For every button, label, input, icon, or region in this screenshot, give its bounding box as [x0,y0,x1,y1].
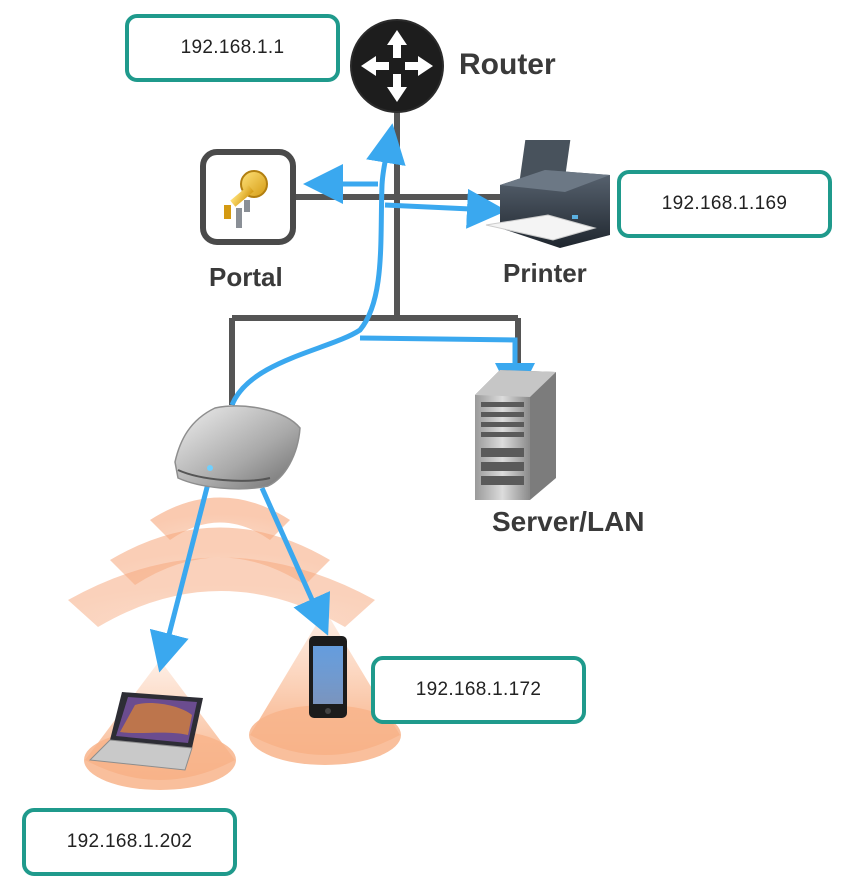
portal-key-icon [200,149,296,245]
phone-icon [309,636,347,718]
laptop-icon [88,692,203,771]
router-ip-box: 192.168.1.1 [125,14,340,82]
laptop-ip-box: 192.168.1.202 [22,808,237,876]
printer-icon [485,140,610,248]
access-point-icon [174,405,301,490]
portal-label: Portal [209,262,283,292]
wifi-waves [68,497,375,627]
printer-label: Printer [503,258,587,288]
router-icon [350,19,444,113]
data-flow-paths [149,123,535,673]
phone-ip-box: 192.168.1.172 [371,656,586,724]
server-label: Server/LAN [492,506,645,537]
server-icon [475,370,556,500]
router-label: Router [459,48,556,81]
printer-ip-box: 192.168.1.169 [617,170,832,238]
